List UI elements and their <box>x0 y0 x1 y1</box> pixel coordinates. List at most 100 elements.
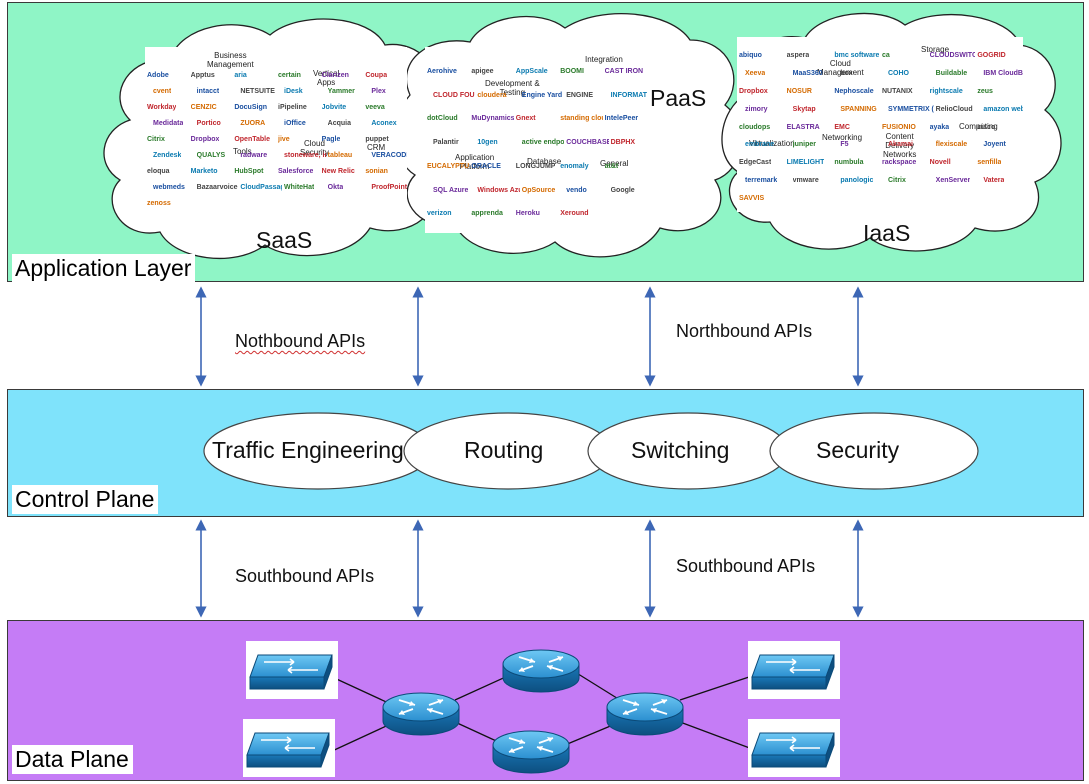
vendor-logo: Aerohive <box>427 68 457 75</box>
vendor-logo: terremark <box>745 177 778 185</box>
vendor-logo: FUSIONIO <box>882 123 916 131</box>
vendor-logo: webmeds <box>153 184 185 191</box>
vendor-logo: radware <box>240 152 268 159</box>
vendor-logo: GOGRID <box>977 52 1006 59</box>
vendor-logo: Acquia <box>327 120 351 127</box>
vendor-logo: QUALYS <box>196 152 226 159</box>
vendor-logo: zeus <box>977 87 993 95</box>
vendor-logo: COUCHBASE <box>566 139 609 147</box>
vendor-logo: tableau <box>327 152 353 159</box>
vendor-logo: sonian <box>365 168 388 175</box>
vendor-logo: at&t <box>604 162 619 170</box>
saas-cat-tools: Tools <box>233 147 252 156</box>
vendor-logo: cloudops <box>739 123 771 131</box>
vendor-logo: senfilla <box>977 159 1002 167</box>
vendor-logo: vmware <box>792 177 819 185</box>
switch-icon <box>751 732 835 768</box>
vendor-logo: numbula <box>834 159 864 167</box>
vendor-logo: XenServer <box>935 177 971 185</box>
control-functions <box>203 412 979 490</box>
vendor-logo: Okta <box>327 184 344 191</box>
vendor-logo: CAST IRON <box>604 68 644 75</box>
vendor-logo: abiquo <box>739 52 762 59</box>
vendor-logo: zimory <box>745 105 768 113</box>
vendor-logo: Palantir <box>433 139 459 147</box>
vendor-logo: Bazaarvoice <box>196 184 238 191</box>
vendor-logo: rackspace <box>882 159 917 167</box>
vendor-logo: SYMMETRIX (EMC) <box>888 105 934 113</box>
vendor-logo: Plex <box>371 88 386 95</box>
vendor-logo: NUTANIX <box>882 87 913 95</box>
vendor-logo: rightscale <box>929 87 963 95</box>
vendor-logo: certain <box>278 72 301 79</box>
vendor-logo: Dropbox <box>190 136 220 143</box>
northbound-api-label-right: Northbound APIs <box>676 321 813 341</box>
vendor-logo: CENZIC <box>190 104 217 111</box>
vendor-logo: EMC <box>834 123 850 131</box>
vendor-logo: vendo <box>566 186 587 194</box>
vendor-logo: active endpoints <box>521 139 565 147</box>
vendor-logo: dotCloud <box>427 115 458 123</box>
vendor-logo: ENGINE <box>566 91 594 99</box>
vendor-logo: Adobe <box>147 72 169 79</box>
vendor-logo: New Relic <box>321 168 355 175</box>
southbound-api-label-left: Southbound APIs <box>235 566 375 586</box>
switch-icon <box>246 732 330 768</box>
vendor-logo: Google <box>610 186 635 194</box>
vendor-logo: eloqua <box>147 168 170 175</box>
paas-cat-devtest: Development &Testing <box>485 79 540 97</box>
saas-cat-crm: CRM <box>367 143 386 152</box>
vendor-logo: OpSource <box>521 186 556 194</box>
vendor-logo: zenoss <box>147 200 171 207</box>
vendor-logo: panologic <box>840 177 874 185</box>
vendor-logo: Gnext <box>515 115 536 123</box>
vendor-logo: apigee <box>471 68 494 75</box>
vendor-logo: Engine Yard <box>521 91 563 99</box>
vendor-logo: juniper <box>792 141 816 149</box>
vendor-logo: BOOMI <box>560 68 584 75</box>
vendor-logo: ORACLE <box>471 162 501 170</box>
southbound-api-label-right: Southbound APIs <box>676 556 816 576</box>
vendor-logo: SAVVIS <box>739 195 765 203</box>
vendor-logo: Marketo <box>190 168 218 175</box>
vendor-logo: HubSpot <box>234 168 264 175</box>
vendor-logo: cisco <box>977 123 996 131</box>
vendor-logo: VERACODE <box>371 152 407 159</box>
vendor-logo: DocuSign <box>234 104 267 111</box>
application-layer-title: Application Layer <box>12 254 196 283</box>
vendor-logo: IntelePeer <box>604 115 639 123</box>
vendor-logo: Citrix <box>888 177 906 185</box>
vendor-logo: Akamai <box>888 141 913 149</box>
vendor-logo: LIMELIGHT <box>786 159 825 167</box>
vendor-logo: verizon <box>427 210 452 218</box>
vendor-logo: Apptus <box>190 72 215 79</box>
vendor-logo: Jobvite <box>321 104 347 111</box>
vendor-logo: aria <box>234 72 247 79</box>
vendor-logo: CloudPassage <box>240 184 282 191</box>
vendor-logo: Nephoscale <box>834 87 874 95</box>
northbound-api-label-left: Nothbound APIs <box>235 331 366 351</box>
paas-logo-panel: Integration Development &Testing Applica… <box>425 47 647 233</box>
vendor-logo: Pagle <box>321 136 341 143</box>
vendor-logo: iPipeline <box>278 104 307 111</box>
vendor-logo: SQL Azure <box>433 186 469 194</box>
switch-group <box>246 654 835 768</box>
vendor-logo: cloudera <box>477 91 507 99</box>
vendor-logo: Salesforce <box>278 168 314 175</box>
vendor-logo: DBPHX <box>610 139 636 147</box>
vendor-logo: Dropbox <box>739 87 768 95</box>
router-icon <box>606 692 684 736</box>
vendor-logo: apprenda <box>471 210 503 218</box>
vendor-logo: ca <box>882 52 890 59</box>
vendor-logo: stoneware, inc. <box>284 152 326 159</box>
router-icon <box>382 692 460 736</box>
vendor-logo: Aconex <box>371 120 397 127</box>
vendor-logo: WhiteHat <box>284 184 315 191</box>
vendor-logo: puppet <box>365 136 389 143</box>
vendor-logo: MuDynamics <box>471 115 514 123</box>
